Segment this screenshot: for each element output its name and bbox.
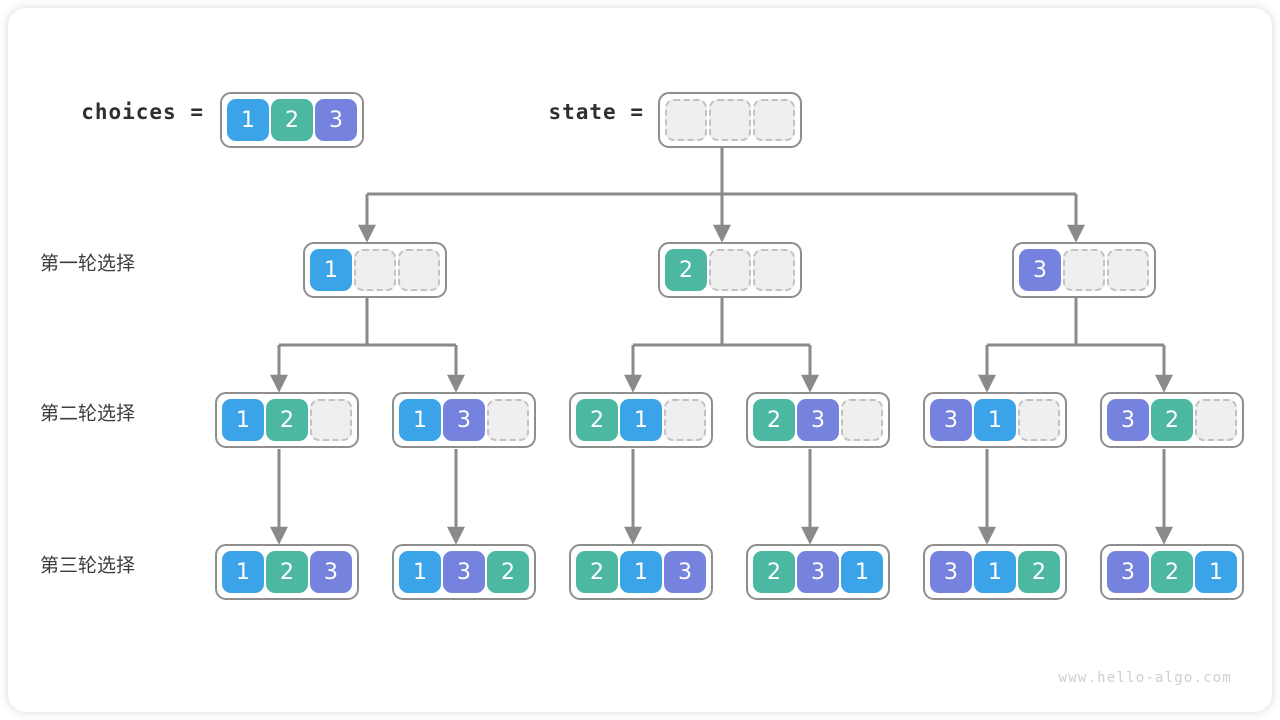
array-cell-value: 1 (1195, 551, 1237, 593)
array-cell-empty (398, 249, 440, 291)
array-cell-value: 2 (576, 399, 618, 441)
array-cell-value: 3 (1107, 399, 1149, 441)
array-cell-value: 2 (487, 551, 529, 593)
array-cell-value: 1 (222, 399, 264, 441)
array-cell-empty (665, 99, 707, 141)
array-cell-value: 2 (271, 99, 313, 141)
array-cell-value: 2 (576, 551, 618, 593)
array-cell-empty (1107, 249, 1149, 291)
array-cell-value: 3 (797, 551, 839, 593)
array-cell-value: 2 (266, 551, 308, 593)
array-cell-value: 2 (1151, 551, 1193, 593)
array-cell-value: 1 (310, 249, 352, 291)
array-cell-value: 3 (443, 551, 485, 593)
row-label-round-2: 第二轮选择 (40, 402, 136, 425)
array-cell-value: 2 (266, 399, 308, 441)
choices-label: choices = (81, 100, 204, 124)
round1-node-1: 1 (303, 242, 447, 298)
array-cell-empty (664, 399, 706, 441)
array-cell-empty (1063, 249, 1105, 291)
array-cell-value: 2 (753, 551, 795, 593)
array-cell-empty (709, 99, 751, 141)
watermark: www.hello-algo.com (1058, 670, 1232, 686)
array-cell-value: 3 (310, 551, 352, 593)
array-cell-value: 1 (620, 551, 662, 593)
array-cell-value: 2 (1151, 399, 1193, 441)
array-cell-value: 1 (399, 399, 441, 441)
array-cell-empty (1018, 399, 1060, 441)
row-label-round-3: 第三轮选择 (40, 554, 136, 577)
array-cell-value: 1 (974, 399, 1016, 441)
array-cell-value: 1 (841, 551, 883, 593)
array-cell-empty (1195, 399, 1237, 441)
array-cell-value: 2 (1018, 551, 1060, 593)
array-cell-empty (709, 249, 751, 291)
array-cell-value: 1 (974, 551, 1016, 593)
array-cell-value: 3 (797, 399, 839, 441)
array-cell-value: 3 (443, 399, 485, 441)
round1-node-3: 3 (1012, 242, 1156, 298)
array-cell-empty (310, 399, 352, 441)
array-cell-value: 3 (1019, 249, 1061, 291)
array-cell-value: 1 (227, 99, 269, 141)
array-cell-empty (354, 249, 396, 291)
array-cell-value: 3 (930, 399, 972, 441)
array-cell-value: 1 (620, 399, 662, 441)
array-cell-value: 2 (665, 249, 707, 291)
array-cell-value: 3 (930, 551, 972, 593)
array-cell-empty (753, 99, 795, 141)
state-label: state = (548, 100, 644, 124)
array-cell-value: 2 (753, 399, 795, 441)
state-array (658, 92, 802, 148)
array-cell-value: 3 (664, 551, 706, 593)
array-cell-value: 3 (315, 99, 357, 141)
row-label-round-1: 第一轮选择 (40, 252, 136, 275)
array-cell-empty (753, 249, 795, 291)
array-cell-empty (487, 399, 529, 441)
array-cell-value: 1 (222, 551, 264, 593)
round1-node-2: 2 (658, 242, 802, 298)
array-cell-empty (841, 399, 883, 441)
array-cell-value: 1 (399, 551, 441, 593)
array-cell-value: 3 (1107, 551, 1149, 593)
